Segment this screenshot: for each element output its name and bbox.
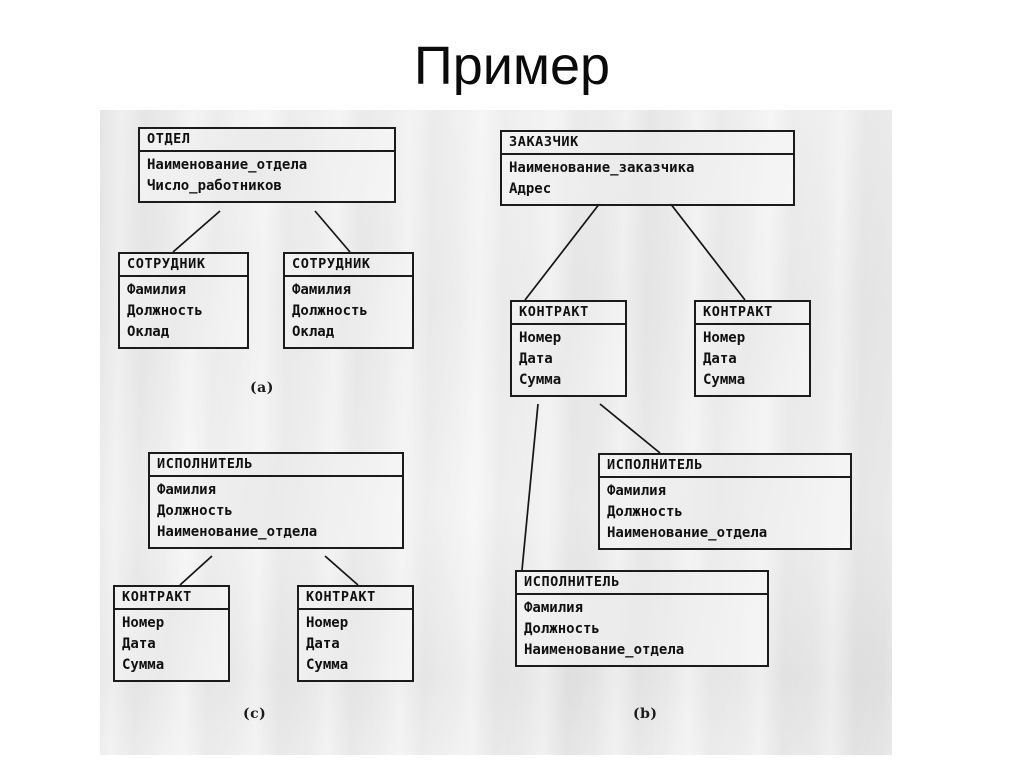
entity-attributes: Номер Дата Сумма bbox=[299, 610, 412, 680]
entity-attribute: Наименование_отдела bbox=[607, 525, 768, 541]
entity-attribute: Оклад bbox=[292, 324, 335, 340]
entity-title: ИСПОЛНИТЕЛЬ bbox=[600, 455, 850, 478]
entity-attribute: Номер bbox=[306, 615, 349, 631]
entity-box-kontrakt-c-left[interactable]: КОНТРАКТ Номер Дата Сумма bbox=[113, 585, 230, 682]
entity-box-zakazchik[interactable]: ЗАКАЗЧИК Наименование_заказчика Адрес bbox=[500, 130, 795, 206]
entity-box-kontrakt-b-right[interactable]: КОНТРАКТ Номер Дата Сумма bbox=[694, 300, 811, 397]
entity-attributes: Наименование_заказчика Адрес bbox=[502, 155, 793, 204]
entity-title: КОНТРАКТ bbox=[299, 587, 412, 610]
entity-attribute: Дата bbox=[703, 351, 737, 367]
entity-attributes: Наименование_отдела Число_работников bbox=[140, 152, 394, 201]
entity-attribute: Число_работников bbox=[147, 178, 282, 194]
entity-attribute: Номер bbox=[703, 330, 746, 346]
connector-c-right bbox=[324, 555, 359, 586]
entity-title: ЗАКАЗЧИК bbox=[502, 132, 793, 155]
entity-attributes: Фамилия Должность Наименование_отдела bbox=[517, 595, 767, 665]
entity-attributes: Номер Дата Сумма bbox=[696, 325, 809, 395]
entity-box-ispolnitel-b-upper[interactable]: ИСПОЛНИТЕЛЬ Фамилия Должность Наименован… bbox=[598, 453, 852, 550]
entity-attribute: Должность bbox=[607, 504, 683, 520]
entity-attribute: Должность bbox=[524, 621, 600, 637]
figure-caption-b: (b) bbox=[633, 706, 658, 722]
entity-attribute: Сумма bbox=[703, 372, 746, 388]
entity-attribute: Фамилия bbox=[157, 482, 217, 498]
entity-attributes: Номер Дата Сумма bbox=[115, 610, 228, 680]
entity-box-sotrudnik-left[interactable]: СОТРУДНИК Фамилия Должность Оклад bbox=[118, 252, 249, 349]
entity-box-ispolnitel-c[interactable]: ИСПОЛНИТЕЛЬ Фамилия Должность Наименован… bbox=[148, 452, 404, 549]
entity-title: КОНТРАКТ bbox=[512, 302, 625, 325]
entity-attribute: Наименование_отдела bbox=[524, 642, 685, 658]
entity-attribute: Фамилия bbox=[127, 282, 187, 298]
entity-box-otdel[interactable]: ОТДЕЛ Наименование_отдела Число_работник… bbox=[138, 127, 396, 203]
connector-b-kontrakt-lower bbox=[521, 403, 539, 571]
page-title: Пример bbox=[413, 36, 611, 96]
entity-title: СОТРУДНИК bbox=[120, 254, 247, 277]
entity-attributes: Фамилия Должность Наименование_отдела bbox=[150, 477, 402, 547]
entity-attribute: Должность bbox=[127, 303, 203, 319]
entity-title: ИСПОЛНИТЕЛЬ bbox=[517, 572, 767, 595]
entity-attributes: Фамилия Должность Наименование_отдела bbox=[600, 478, 850, 548]
entity-attribute: Дата bbox=[306, 636, 340, 652]
entity-attribute: Оклад bbox=[127, 324, 170, 340]
entity-attributes: Фамилия Должность Оклад bbox=[120, 277, 247, 347]
connector-b-kontrakt-upper bbox=[599, 403, 661, 454]
entity-attributes: Фамилия Должность Оклад bbox=[285, 277, 412, 347]
entity-attribute: Фамилия bbox=[607, 483, 667, 499]
entity-attribute: Наименование_отдела bbox=[147, 157, 308, 173]
entity-attribute: Сумма bbox=[519, 372, 562, 388]
figure-caption-c: (c) bbox=[243, 706, 267, 722]
connector-c-left bbox=[179, 555, 213, 586]
connector-b-zakazchik-right bbox=[669, 202, 746, 301]
entity-attribute: Номер bbox=[122, 615, 165, 631]
connector-a-left bbox=[172, 210, 221, 253]
scanned-diagram-canvas: ОТДЕЛ Наименование_отдела Число_работник… bbox=[100, 110, 892, 755]
connector-a-right bbox=[314, 210, 351, 253]
entity-attribute: Должность bbox=[157, 503, 233, 519]
entity-attribute: Фамилия bbox=[524, 600, 584, 616]
entity-title: ОТДЕЛ bbox=[140, 129, 394, 152]
entity-attribute: Дата bbox=[122, 636, 156, 652]
entity-attribute: Фамилия bbox=[292, 282, 352, 298]
entity-attribute: Сумма bbox=[306, 657, 349, 673]
entity-attribute: Дата bbox=[519, 351, 553, 367]
entity-box-kontrakt-c-right[interactable]: КОНТРАКТ Номер Дата Сумма bbox=[297, 585, 414, 682]
entity-title: КОНТРАКТ bbox=[696, 302, 809, 325]
entity-attribute: Наименование_заказчика bbox=[509, 160, 695, 176]
connector-b-zakazchik-left bbox=[524, 202, 601, 301]
entity-attribute: Наименование_отдела bbox=[157, 524, 318, 540]
entity-box-ispolnitel-b-lower[interactable]: ИСПОЛНИТЕЛЬ Фамилия Должность Наименован… bbox=[515, 570, 769, 667]
entity-attributes: Номер Дата Сумма bbox=[512, 325, 625, 395]
entity-box-sotrudnik-right[interactable]: СОТРУДНИК Фамилия Должность Оклад bbox=[283, 252, 414, 349]
entity-title: ИСПОЛНИТЕЛЬ bbox=[150, 454, 402, 477]
entity-title: СОТРУДНИК bbox=[285, 254, 412, 277]
entity-attribute: Адрес bbox=[509, 181, 552, 197]
entity-box-kontrakt-b-left[interactable]: КОНТРАКТ Номер Дата Сумма bbox=[510, 300, 627, 397]
entity-attribute: Должность bbox=[292, 303, 368, 319]
entity-attribute: Номер bbox=[519, 330, 562, 346]
entity-attribute: Сумма bbox=[122, 657, 165, 673]
entity-title: КОНТРАКТ bbox=[115, 587, 228, 610]
figure-caption-a: (a) bbox=[250, 380, 274, 396]
